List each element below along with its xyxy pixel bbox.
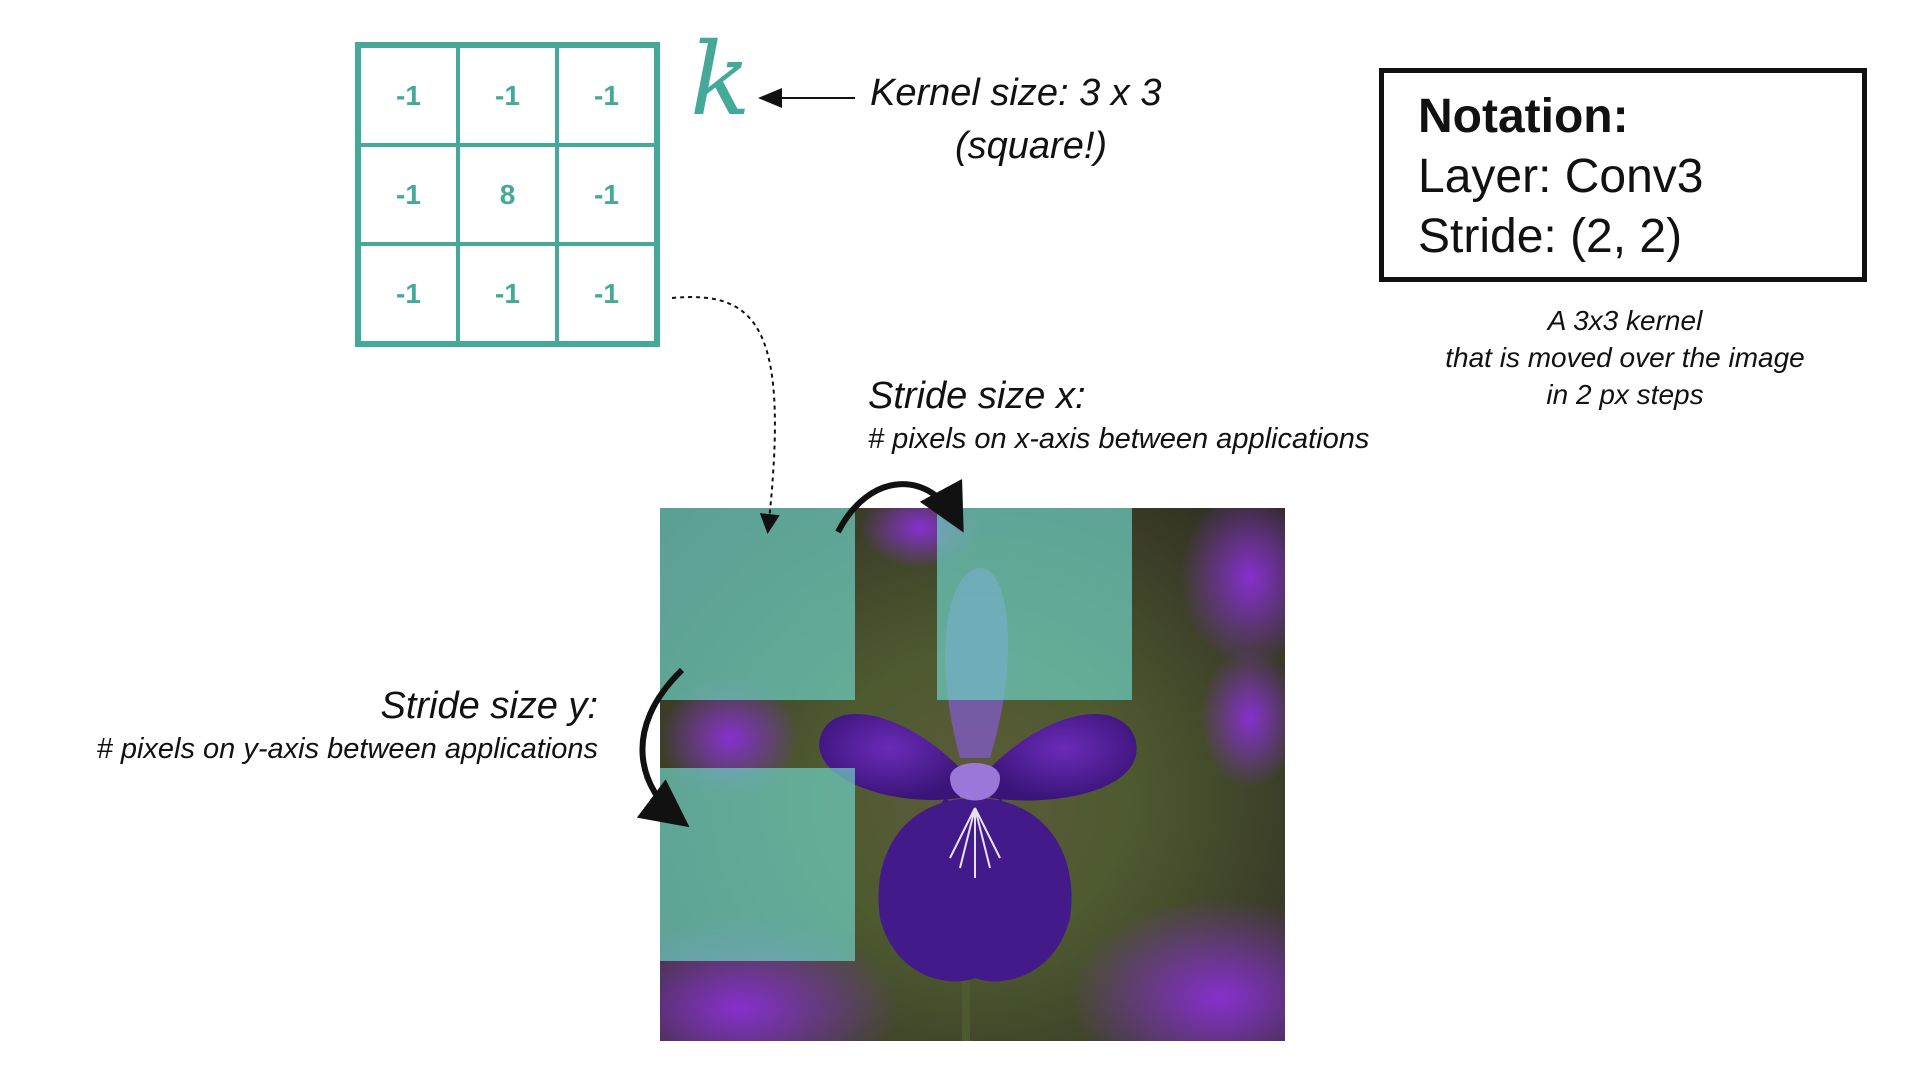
- kernel-symbol: k: [690, 21, 751, 138]
- kernel-size-label: Kernel size: 3 x 3: [870, 72, 1162, 114]
- kernel-cell: -1: [359, 244, 458, 343]
- kernel-cell-center: 8: [458, 145, 557, 244]
- kernel-cell: -1: [359, 145, 458, 244]
- kernel-cell: -1: [557, 244, 656, 343]
- iris-photo: [660, 508, 1285, 1041]
- iris-vein: [949, 807, 1001, 878]
- kernel-overlay-start: [660, 508, 855, 700]
- iris-petal: [990, 714, 1137, 801]
- bokeh-blob: [1200, 648, 1285, 788]
- kernel-matrix: -1 -1 -1 -1 8 -1 -1 -1 -1: [355, 42, 660, 347]
- stride-y-title: Stride size y:: [380, 685, 598, 727]
- notation-title: Notation:: [1418, 90, 1629, 143]
- kernel-cell: -1: [458, 46, 557, 145]
- kernel-overlay-stride-y: [660, 768, 855, 961]
- kernel-square-note: (square!): [955, 125, 1108, 167]
- iris-petal: [950, 763, 1000, 801]
- iris-petal: [878, 798, 1072, 982]
- caption-line: A 3x3 kernel: [1547, 305, 1703, 336]
- kernel-cell: -1: [359, 46, 458, 145]
- kernel-cell: -1: [458, 244, 557, 343]
- notation-stride: Stride: (2, 2): [1418, 210, 1683, 263]
- notation-box: Notation: Layer: Conv3 Stride: (2, 2): [1379, 68, 1867, 282]
- stride-x-description: # pixels on x-axis between applications: [868, 423, 1370, 455]
- iris-stem: [962, 948, 970, 1041]
- stride-x-title: Stride size x:: [868, 375, 1086, 417]
- caption-line: in 2 px steps: [1546, 379, 1704, 410]
- iris-illustration: [660, 508, 1285, 1041]
- bokeh-blob: [1070, 898, 1285, 1041]
- kernel-cell: -1: [557, 46, 656, 145]
- caption: A 3x3 kernel that is moved over the imag…: [1380, 302, 1870, 413]
- kernel-overlay-stride-x: [937, 508, 1132, 700]
- notation-layer: Layer: Conv3: [1418, 150, 1704, 203]
- caption-line: that is moved over the image: [1445, 342, 1805, 373]
- kernel-to-image-arrow: [671, 296, 780, 534]
- kernel-cell: -1: [557, 145, 656, 244]
- bokeh-blob: [1180, 508, 1285, 668]
- stride-y-description: # pixels on y-axis between applications: [96, 733, 598, 765]
